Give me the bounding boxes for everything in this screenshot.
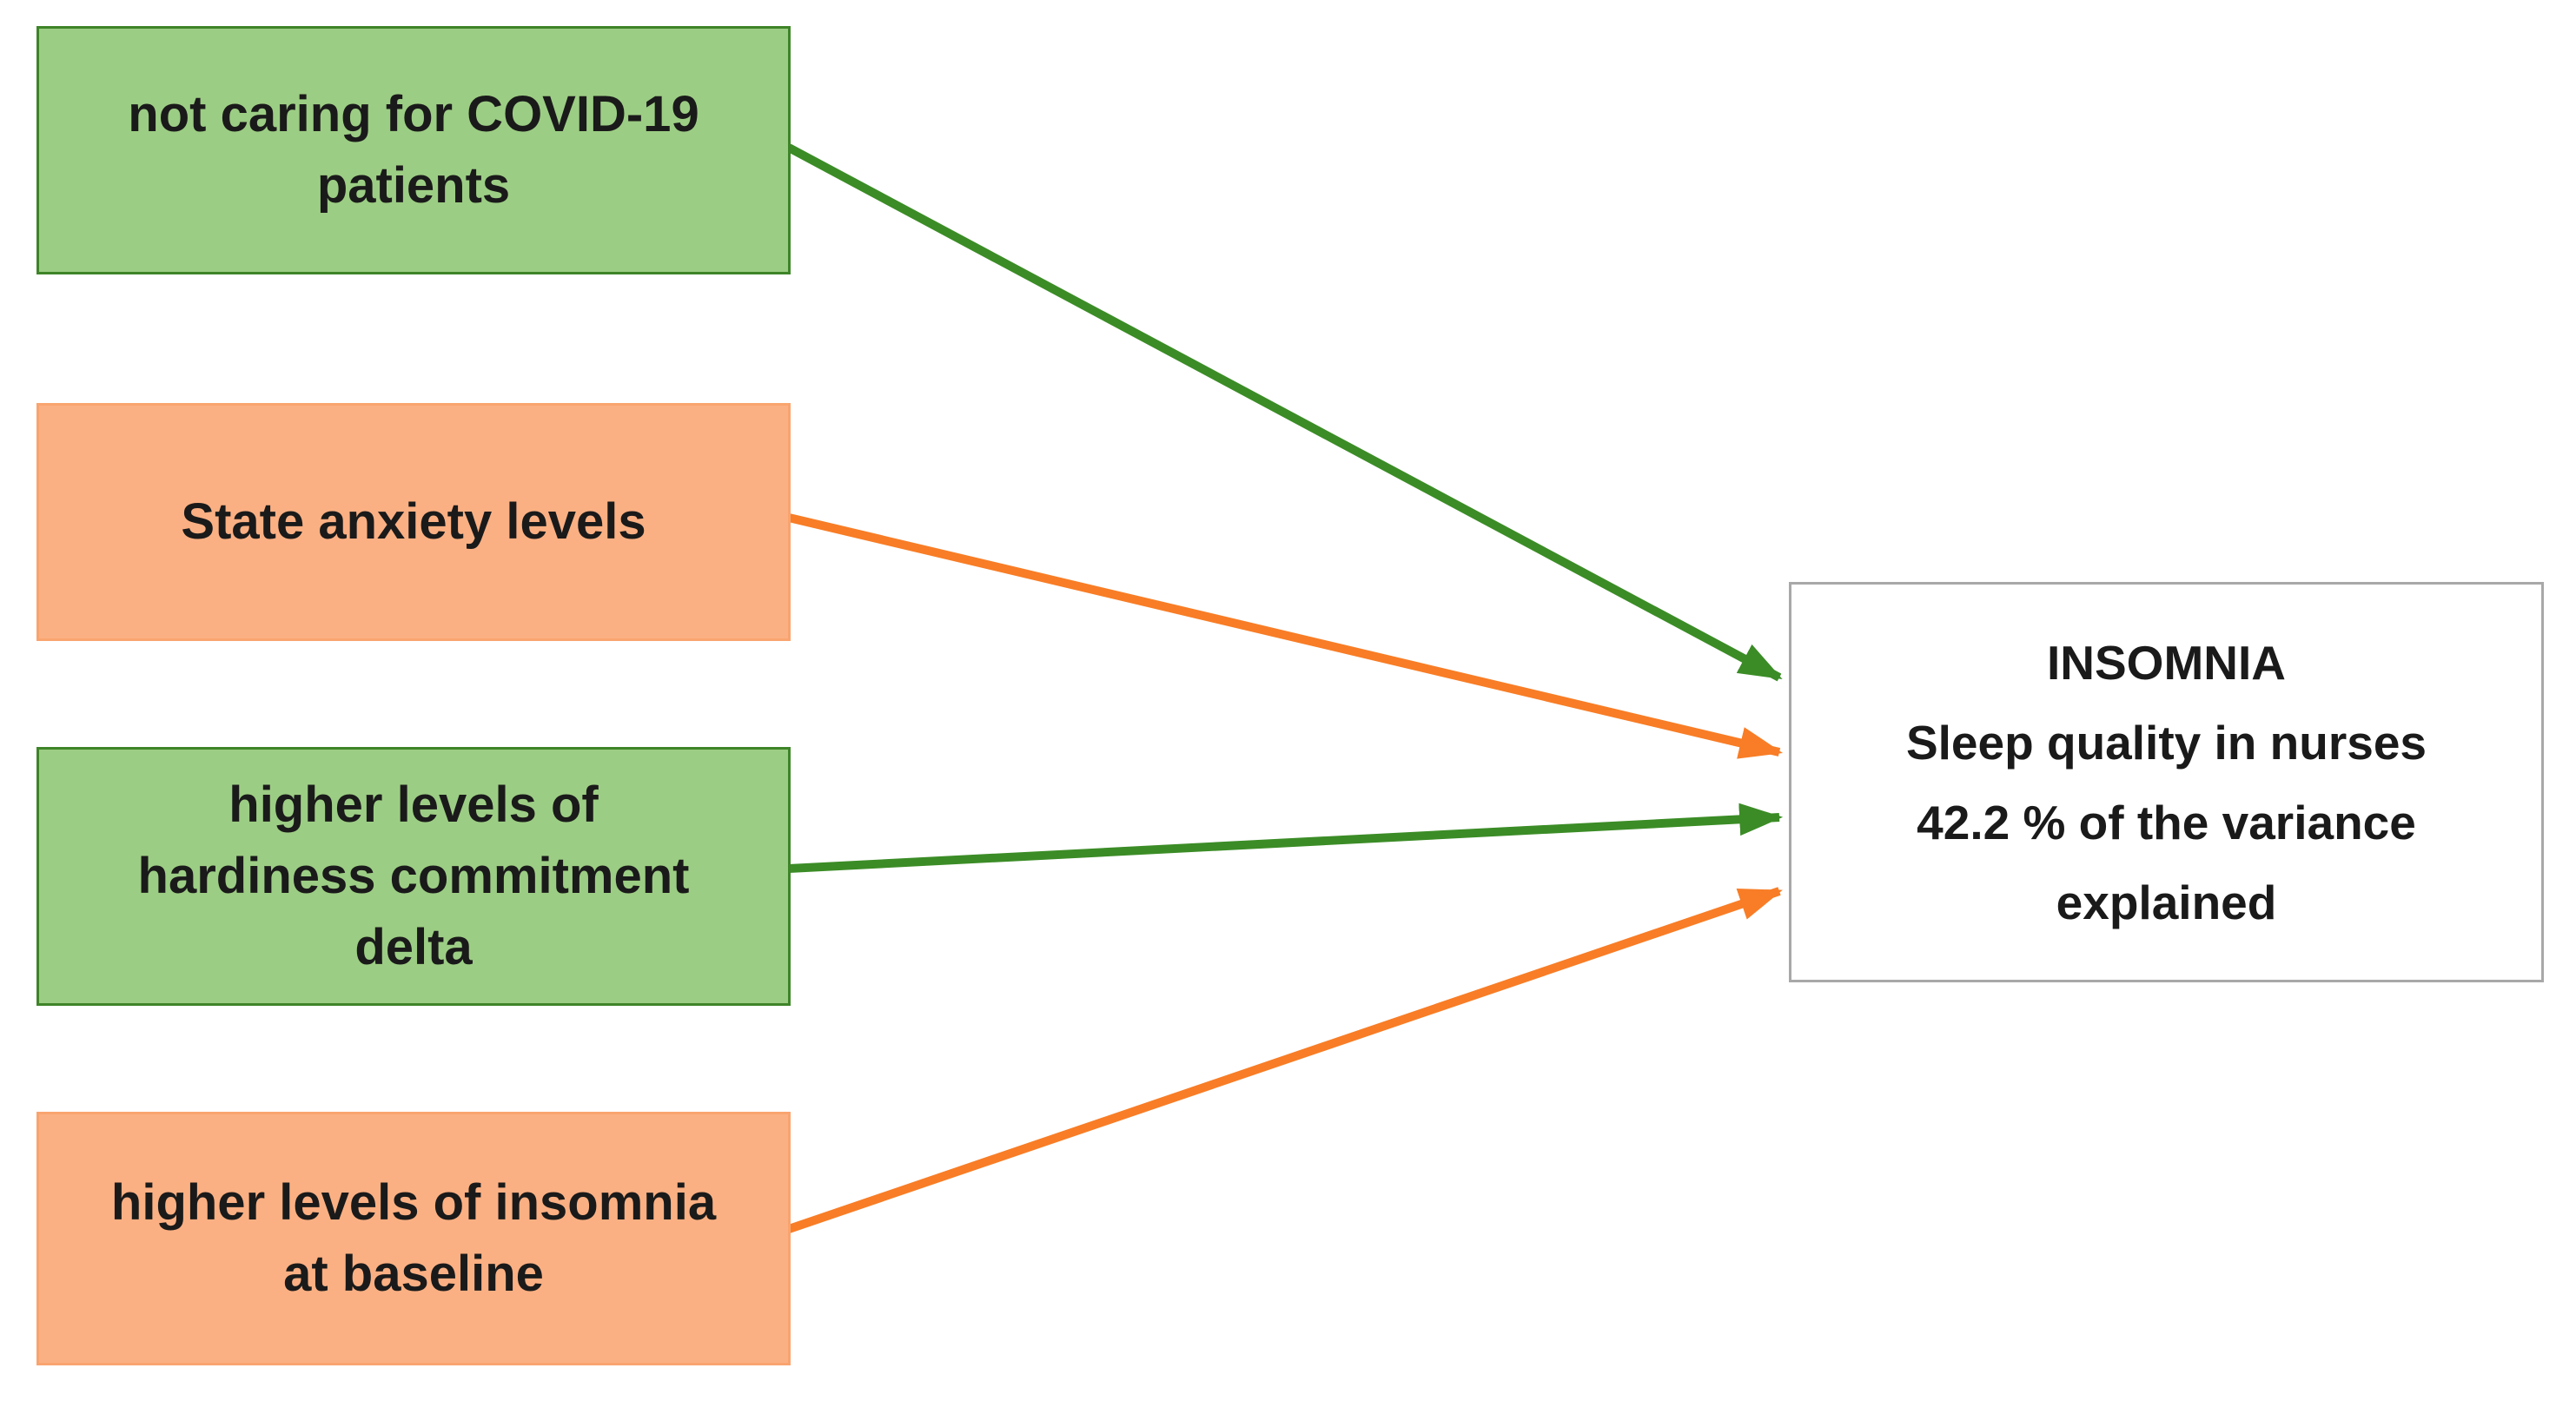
predictor-box-state-anxiety-levels: State anxiety levels [36,403,791,641]
predictor-box-not-caring-covid19-patients: not caring for COVID-19 patients [36,26,791,274]
predictor-label-line: patients [316,157,511,214]
predictor-label-line: hardiness commitment [137,848,690,904]
predictor-label-line: at baseline [283,1246,544,1302]
arrow-state-anxiety-to-insomnia [787,513,1784,759]
outcome-box-insomnia: INSOMNIA Sleep quality in nurses 42.2 % … [1789,582,2544,982]
predictor-label-line: delta [354,919,473,975]
outcome-subtitle: Sleep quality in nurses [1905,715,2427,770]
outcome-title: INSOMNIA [2047,635,2286,690]
outcome-variance-line: 42.2 % of the variance [1917,795,2416,849]
predictor-label-line: State anxiety levels [181,493,646,550]
predictor-label-line: higher levels of [228,776,599,833]
predictor-box-insomnia-at-baseline: higher levels of insomnia at baseline [36,1112,791,1365]
arrow-insomnia-baseline-to-insomnia [787,887,1783,1233]
arrow-not-caring-covid19-to-insomnia [786,143,1783,682]
predictor-label-line: not caring for COVID-19 [128,86,699,142]
predictor-box-hardiness-commitment-delta: higher levels of hardiness commitment de… [36,747,791,1006]
predictor-label-line: higher levels of insomnia [110,1174,717,1231]
arrow-hardiness-commitment-to-insomnia [788,803,1784,873]
outcome-variance-line: explained [2056,875,2277,929]
